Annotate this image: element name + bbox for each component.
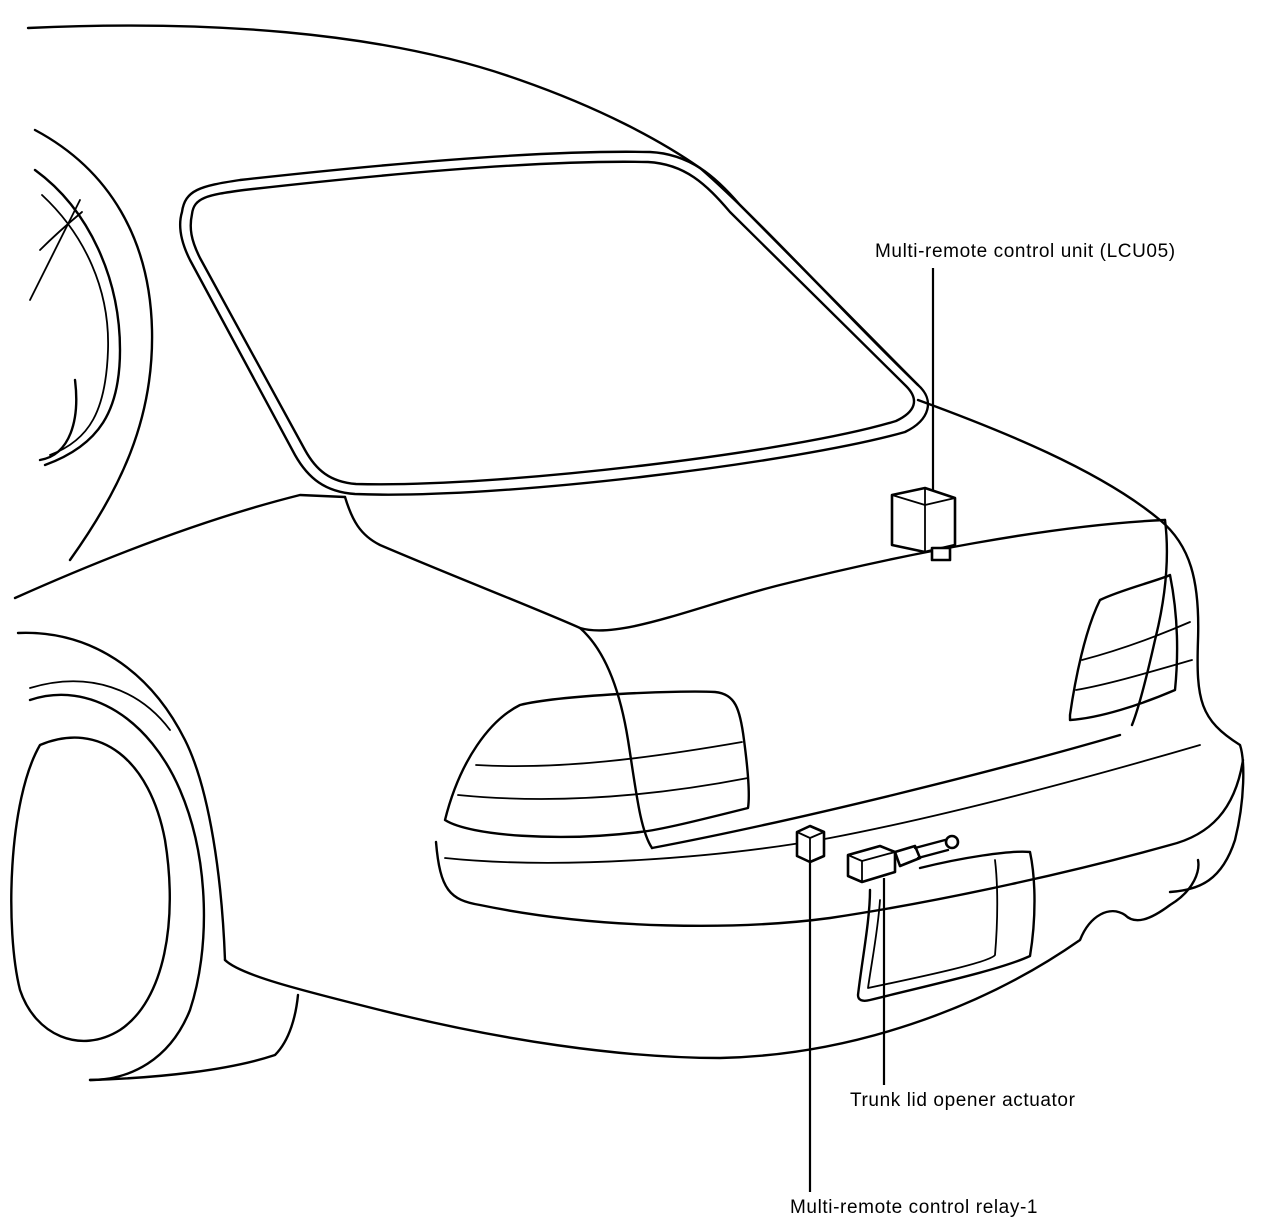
- license-plate-inner: [867, 859, 999, 989]
- roof-line: [26, 24, 702, 170]
- relay-label: Multi-remote control relay-1: [790, 1197, 1039, 1218]
- license-plate-recess: [856, 850, 1036, 1002]
- wheel-outer: [28, 693, 206, 1082]
- side-pillar-line2: [39, 211, 83, 251]
- rear-quarter-panel: [13, 493, 347, 600]
- side-window-arc-inner2: [41, 194, 109, 456]
- rear-bumper: [434, 758, 1245, 928]
- c-pillar-line: [698, 166, 920, 387]
- side-pillar-line1: [29, 199, 81, 301]
- rear-window-inner: [189, 160, 916, 486]
- opener-actuator-component: [846, 834, 960, 884]
- tail-light-left: [443, 690, 750, 839]
- side-window-arc-inner: [33, 168, 122, 467]
- opener-actuator-label: Trunk lid opener actuator: [850, 1090, 1076, 1111]
- trunk-bottom-line: [650, 733, 1122, 850]
- rear-window-outer: [178, 150, 930, 496]
- door-line: [38, 378, 78, 462]
- tail-light-right-line1: [1081, 621, 1191, 661]
- wheel-inner: [29, 680, 171, 731]
- relay-component: [795, 824, 826, 864]
- trunk-side-edge: [916, 398, 1245, 894]
- wheel-tire: [10, 736, 171, 1042]
- tail-light-left-line1: [475, 741, 743, 768]
- tail-light-left-line2: [457, 777, 749, 800]
- tail-light-right-line2: [1075, 659, 1193, 691]
- trunk-lid-edge: [343, 495, 1167, 632]
- wheel-arch: [16, 631, 227, 962]
- control-unit-label: Multi-remote control unit (LCU05): [875, 241, 1176, 262]
- tail-light-right: [1068, 573, 1179, 722]
- trunk-seam-left: [578, 626, 654, 850]
- bumper-upper-line: [444, 744, 1201, 864]
- control-unit-component: [890, 486, 957, 562]
- wheel-bottom: [88, 993, 300, 1082]
- bumper-lower: [223, 858, 1200, 1060]
- side-window-arc-outer: [33, 128, 154, 562]
